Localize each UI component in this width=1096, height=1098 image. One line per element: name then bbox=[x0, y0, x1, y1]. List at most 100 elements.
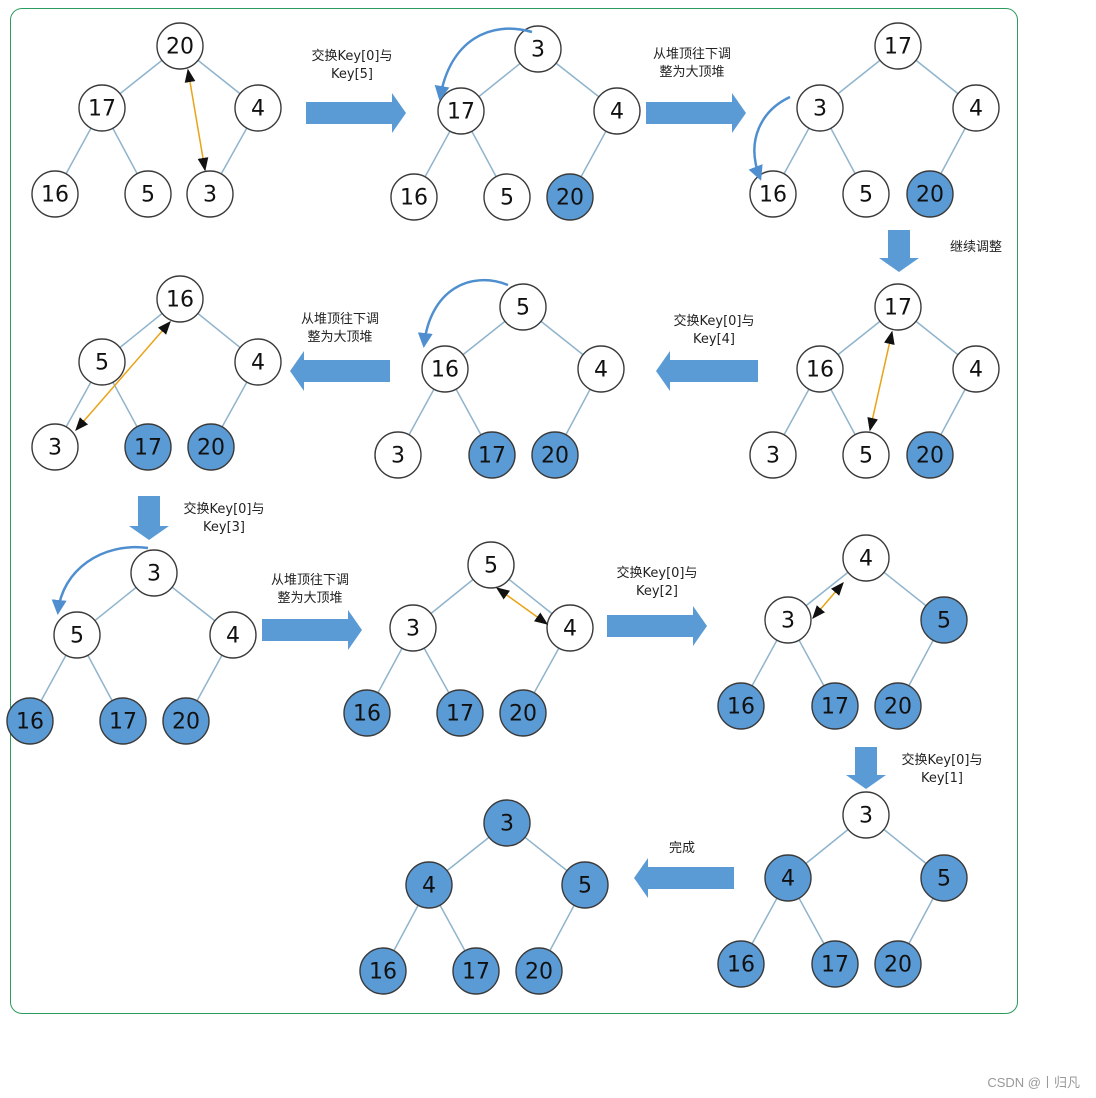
heap-node: 17 bbox=[78, 84, 126, 132]
node-value: 20 bbox=[172, 710, 200, 735]
node-circle bbox=[483, 799, 531, 847]
caption-adjust3: 整为大顶堆 bbox=[277, 591, 342, 606]
watermark: CSDN @丨归凡 bbox=[987, 1075, 1080, 1090]
node-value: 3 bbox=[203, 183, 217, 208]
sorted-node: 20 bbox=[515, 947, 563, 995]
node-value: 17 bbox=[478, 444, 506, 469]
heap-node: 5 bbox=[124, 170, 172, 218]
node-circle bbox=[187, 423, 235, 471]
node-value: 17 bbox=[134, 436, 162, 461]
heap-node: 5 bbox=[78, 338, 126, 386]
caption-adjust2: 从堆顶往下调 bbox=[301, 312, 379, 327]
flow-arrow-right bbox=[646, 93, 746, 133]
sorted-node: 20 bbox=[906, 431, 954, 479]
node-circle bbox=[874, 682, 922, 730]
node-value: 16 bbox=[727, 953, 755, 978]
node-circle bbox=[209, 611, 257, 659]
heap-node: 17 bbox=[874, 22, 922, 70]
sorted-node: 5 bbox=[920, 854, 968, 902]
flow-arrow-left bbox=[656, 351, 758, 391]
heap-node: 16 bbox=[749, 170, 797, 218]
node-value: 17 bbox=[884, 296, 912, 321]
node-circle bbox=[31, 423, 79, 471]
heap-node: 3 bbox=[514, 25, 562, 73]
sorted-node: 3 bbox=[483, 799, 531, 847]
flow-arrow-right bbox=[262, 610, 362, 650]
heap-node: 16 bbox=[421, 345, 469, 393]
node-value: 3 bbox=[531, 38, 545, 63]
heap-node: 4 bbox=[952, 345, 1000, 393]
node-value: 20 bbox=[916, 444, 944, 469]
heap-node: 20 bbox=[156, 22, 204, 70]
node-circle bbox=[811, 682, 859, 730]
move-arc bbox=[51, 545, 149, 615]
sorted-node: 20 bbox=[906, 170, 954, 218]
flow-arrow-right bbox=[306, 93, 406, 133]
caption-adjust1: 整为大顶堆 bbox=[659, 65, 724, 80]
flow-arrow-right bbox=[607, 606, 707, 646]
node-value: 3 bbox=[813, 97, 827, 122]
heap-node: 5 bbox=[499, 283, 547, 331]
sorted-node: 16 bbox=[717, 940, 765, 988]
node-circle bbox=[514, 25, 562, 73]
sorted-node: 5 bbox=[920, 596, 968, 644]
node-value: 3 bbox=[48, 436, 62, 461]
node-circle bbox=[6, 697, 54, 745]
sorted-node: 17 bbox=[452, 947, 500, 995]
caption-adjust1: 从堆顶往下调 bbox=[653, 47, 731, 62]
heap-node: 4 bbox=[234, 338, 282, 386]
node-value: 17 bbox=[462, 960, 490, 985]
node-circle bbox=[343, 689, 391, 737]
heap-node: 4 bbox=[234, 84, 282, 132]
node-circle bbox=[811, 940, 859, 988]
node-value: 3 bbox=[500, 812, 514, 837]
node-value: 4 bbox=[251, 351, 265, 376]
heap-node: 3 bbox=[764, 596, 812, 644]
node-circle bbox=[842, 431, 890, 479]
node-value: 20 bbox=[541, 444, 569, 469]
heap-tree-step-3: 17 3 4 16 5 20 bbox=[749, 22, 1000, 218]
heap-node: 4 bbox=[842, 534, 890, 582]
heap-node: 4 bbox=[577, 345, 625, 393]
node-circle bbox=[749, 431, 797, 479]
node-circle bbox=[546, 604, 594, 652]
node-circle bbox=[124, 170, 172, 218]
caption-continue: 继续调整 bbox=[950, 240, 1002, 255]
sorted-node: 17 bbox=[468, 431, 516, 479]
diagram-frame bbox=[10, 8, 1018, 1014]
node-value: 3 bbox=[147, 562, 161, 587]
flow-arrow-down bbox=[879, 230, 919, 272]
move-arc bbox=[748, 95, 791, 181]
sorted-node: 17 bbox=[99, 697, 147, 745]
node-circle bbox=[874, 283, 922, 331]
heap-node: 3 bbox=[749, 431, 797, 479]
node-value: 20 bbox=[916, 183, 944, 208]
heap-node: 5 bbox=[842, 431, 890, 479]
node-value: 20 bbox=[884, 695, 912, 720]
node-value: 4 bbox=[969, 97, 983, 122]
node-circle bbox=[390, 173, 438, 221]
heap-node: 17 bbox=[437, 87, 485, 135]
node-circle bbox=[561, 861, 609, 909]
sorted-node: 20 bbox=[187, 423, 235, 471]
node-circle bbox=[99, 697, 147, 745]
node-circle bbox=[546, 173, 594, 221]
node-circle bbox=[717, 940, 765, 988]
heap-node: 5 bbox=[842, 170, 890, 218]
node-value: 5 bbox=[578, 874, 592, 899]
swap-indicator bbox=[495, 587, 549, 625]
sorted-node: 4 bbox=[764, 854, 812, 902]
sorted-node: 5 bbox=[561, 861, 609, 909]
node-circle bbox=[389, 604, 437, 652]
node-circle bbox=[593, 87, 641, 135]
node-value: 5 bbox=[859, 183, 873, 208]
flow-arrow-left bbox=[634, 858, 734, 898]
node-circle bbox=[499, 689, 547, 737]
node-circle bbox=[31, 170, 79, 218]
